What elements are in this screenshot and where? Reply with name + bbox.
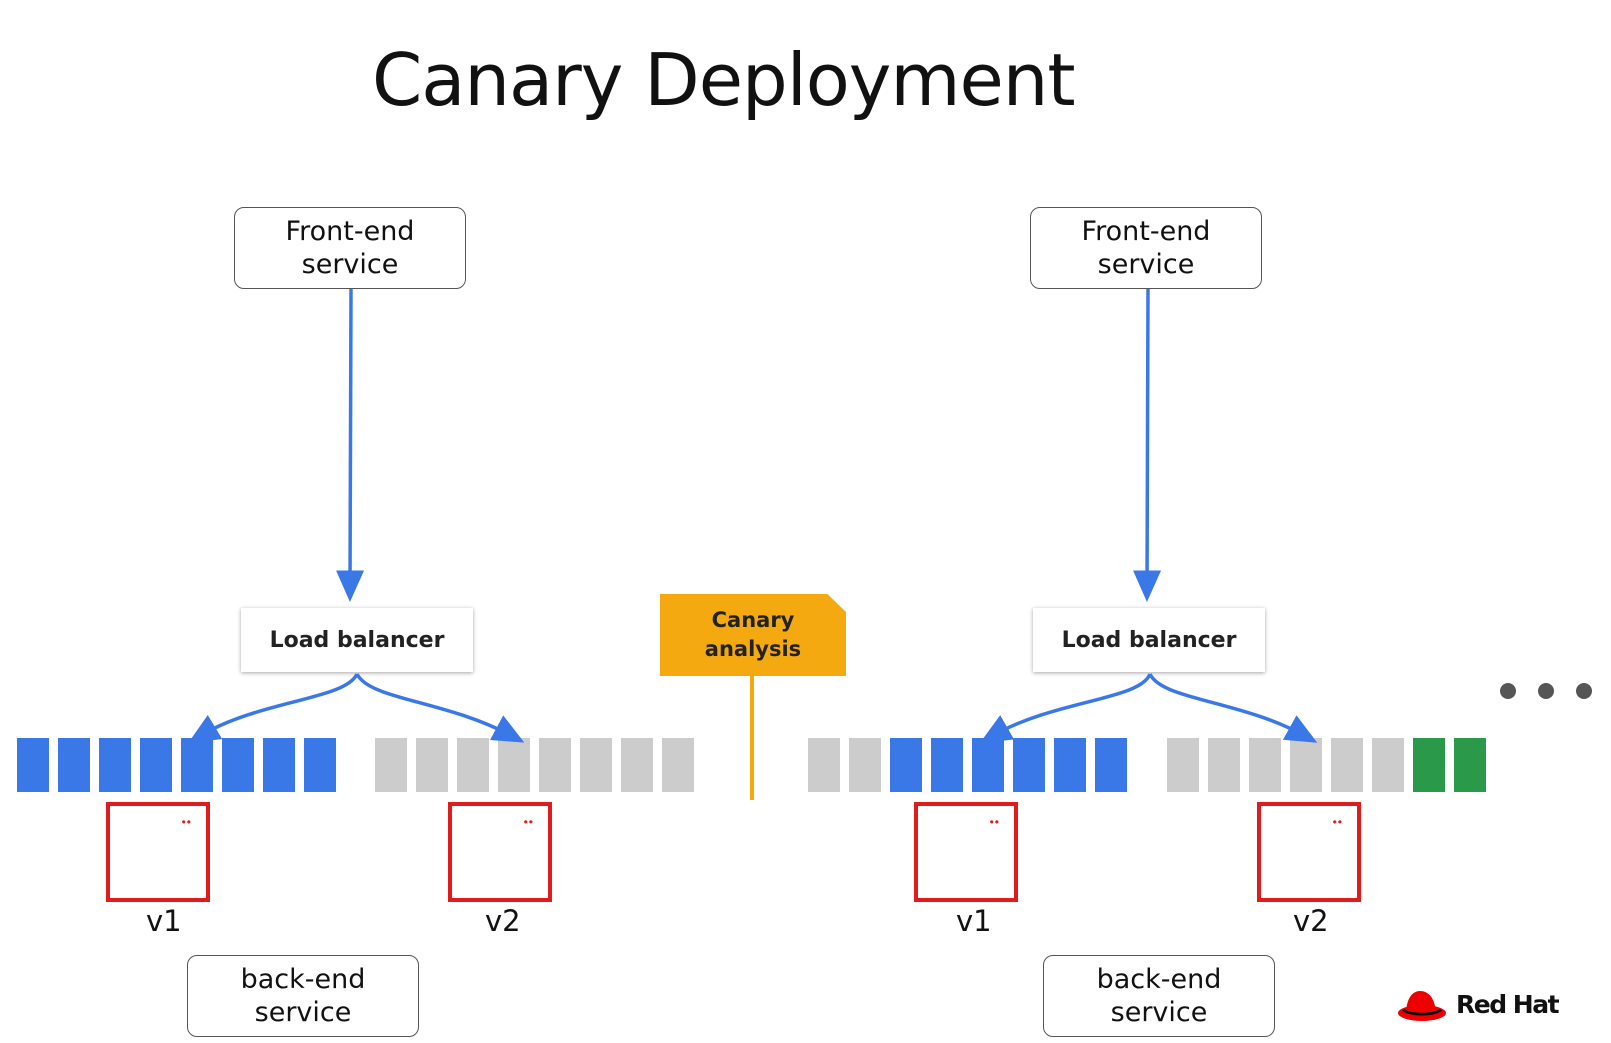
left-frontend-to-lb-arrow <box>336 288 365 602</box>
left-version-v1: v1 <box>146 904 182 938</box>
right-backend-label-1: back-end <box>1096 964 1222 995</box>
right-node-v2-dots: •• <box>1332 815 1343 829</box>
left-node-v2-dots: •• <box>523 815 534 829</box>
left-pod-4 <box>140 738 172 792</box>
left-pod-6 <box>222 738 254 792</box>
right-backend-label-2: service <box>1110 997 1208 1028</box>
left-pod-5 <box>181 738 213 792</box>
left-lb-to-v2-arrow <box>355 673 525 743</box>
right-frontend-to-lb-arrow <box>1133 288 1162 602</box>
right-pod-2 <box>849 738 881 792</box>
left-pod-14 <box>580 738 612 792</box>
left-load-balancer: Load balancer <box>241 608 473 672</box>
left-pod-1 <box>17 738 49 792</box>
right-pod-6 <box>1013 738 1045 792</box>
right-node-v1-dots: •• <box>989 815 1000 829</box>
left-pod-9 <box>375 738 407 792</box>
left-backend-label-1: back-end <box>240 964 366 995</box>
page-title: Canary Deployment <box>372 38 1076 122</box>
right-pod-15 <box>1413 738 1445 792</box>
right-pod-7 <box>1054 738 1086 792</box>
red-hat-logo: Red Hat <box>1396 985 1560 1023</box>
left-pod-3 <box>99 738 131 792</box>
right-lb-to-v2-arrow <box>1148 673 1318 743</box>
left-pod-10 <box>416 738 448 792</box>
left-pod-2 <box>58 738 90 792</box>
canary-label-1: Canary <box>711 608 795 632</box>
right-pod-8 <box>1095 738 1127 792</box>
canary-label-2: analysis <box>704 637 802 661</box>
right-pod-16 <box>1454 738 1486 792</box>
left-pod-13 <box>539 738 571 792</box>
left-pod-7 <box>263 738 295 792</box>
left-node-v1: •• <box>106 802 210 902</box>
left-backend-label-2: service <box>254 997 352 1028</box>
right-frontend-label-2: service <box>1097 249 1195 280</box>
right-pod-13 <box>1331 738 1363 792</box>
right-lb-to-v1-arrow <box>979 673 1152 743</box>
red-hat-logo-icon <box>1398 991 1446 1021</box>
left-frontend-label-2: service <box>301 249 399 280</box>
left-frontend-service: Front-end service <box>234 207 466 289</box>
right-pod-14 <box>1372 738 1404 792</box>
right-pod-11 <box>1249 738 1281 792</box>
left-pod-16 <box>662 738 694 792</box>
right-version-v2: v2 <box>1293 904 1329 938</box>
left-pod-12 <box>498 738 530 792</box>
right-load-balancer: Load balancer <box>1033 608 1265 672</box>
left-lb-to-v1-arrow <box>187 673 359 744</box>
red-hat-logo-text: Red Hat <box>1456 989 1560 1019</box>
right-pod-10 <box>1208 738 1240 792</box>
left-pod-8 <box>304 738 336 792</box>
right-version-v1: v1 <box>956 904 992 938</box>
right-pod-5 <box>972 738 1004 792</box>
left-backend-service: back-end service <box>187 955 419 1037</box>
more-dots-icon <box>1500 683 1592 699</box>
left-node-v2: •• <box>448 802 552 902</box>
right-pod-3 <box>890 738 922 792</box>
right-node-v2: •• <box>1257 802 1361 902</box>
left-frontend-label-1: Front-end <box>285 216 415 247</box>
right-pod-12 <box>1290 738 1322 792</box>
canary-pole <box>750 676 754 800</box>
right-node-v1: •• <box>914 802 1018 902</box>
canary-analysis-flag: Canary analysis <box>660 594 846 676</box>
right-pod-4 <box>931 738 963 792</box>
left-node-v1-dots: •• <box>181 815 192 829</box>
right-pod-9 <box>1167 738 1199 792</box>
left-pod-15 <box>621 738 653 792</box>
right-frontend-label-1: Front-end <box>1081 216 1211 247</box>
left-version-v2: v2 <box>485 904 521 938</box>
left-pod-11 <box>457 738 489 792</box>
right-frontend-service: Front-end service <box>1030 207 1262 289</box>
right-backend-service: back-end service <box>1043 955 1275 1037</box>
right-pod-1 <box>808 738 840 792</box>
